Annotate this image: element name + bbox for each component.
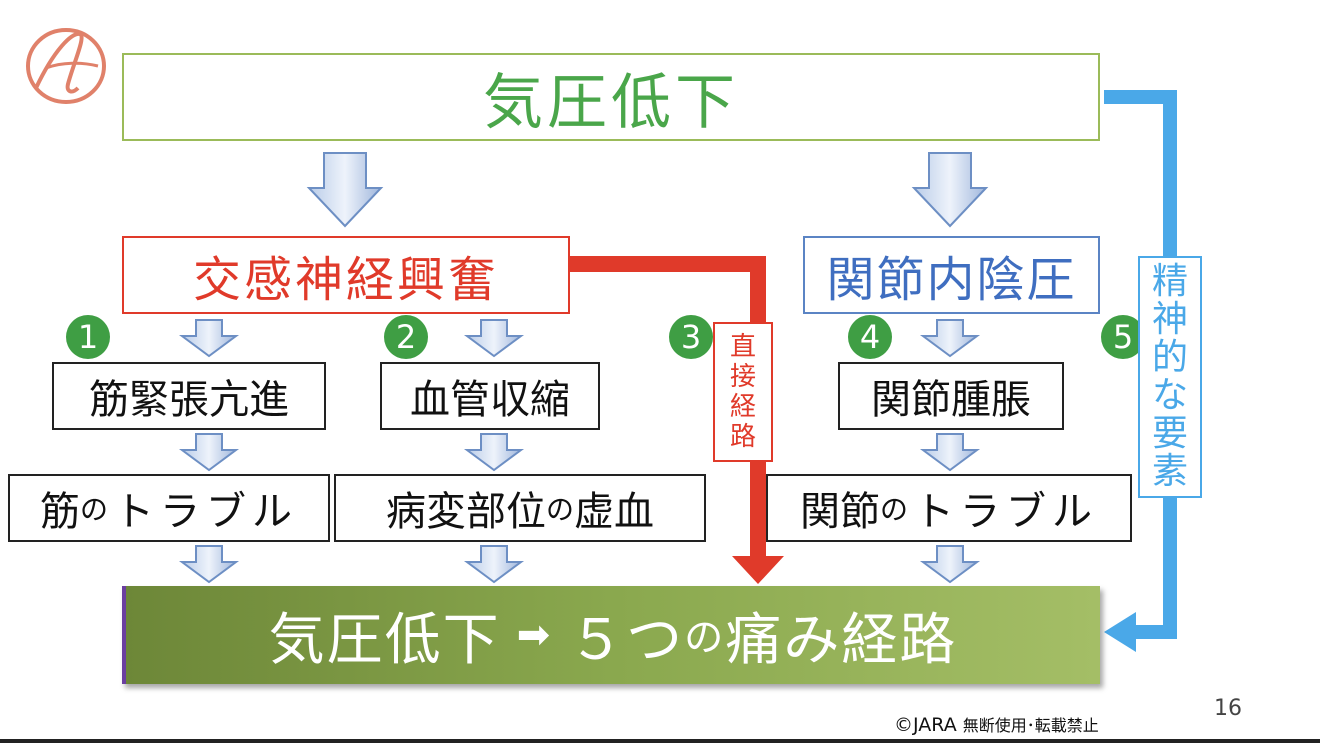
down-arrow-4a	[919, 319, 981, 358]
bottom-tsu: つ	[626, 607, 685, 673]
down-arrow-1b	[178, 433, 240, 472]
down-arrow-top-left	[306, 152, 384, 228]
down-arrow-4b	[919, 433, 981, 472]
top-box-pressure-drop: 気圧低下	[122, 53, 1100, 141]
number-badge-5: 5	[1101, 315, 1145, 359]
bottom-number: ５	[568, 607, 627, 673]
bottom-no: の	[684, 616, 726, 661]
down-arrow-1a	[178, 319, 240, 358]
ischemia-box: 病変部位の虚血	[334, 474, 706, 542]
page-number: 16	[1214, 696, 1242, 721]
mental-factor-label: 精 神 的 な 要 素	[1138, 256, 1202, 498]
down-arrow-1c	[178, 545, 240, 584]
number-badge-3: 3	[669, 315, 713, 359]
joint-trouble-box: 関節のトラブル	[766, 474, 1132, 542]
down-arrow-2b	[463, 433, 525, 472]
number-badge-1: 1	[66, 315, 110, 359]
direct-path-label: 直 接 経 路	[713, 322, 773, 462]
number-badge-4: 4	[848, 315, 892, 359]
footer-divider	[0, 739, 1320, 743]
right-arrow-icon: ➡	[516, 612, 553, 658]
down-arrow-2c	[463, 545, 525, 584]
bottom-left-text: 気圧低下	[268, 607, 501, 673]
jara-logo	[26, 28, 106, 104]
bottom-right-text: 痛み経路	[725, 607, 958, 673]
number-badge-2: 2	[384, 315, 428, 359]
joint-pressure-box: 関節内陰圧	[803, 236, 1100, 314]
muscle-tension-box: 筋緊張亢進	[52, 362, 326, 430]
bottom-summary-box: 気圧低下 ➡ ５ つ の 痛み経路	[122, 586, 1100, 684]
copyright-notice: ©JARA 無断使用･転載禁止	[894, 714, 1099, 736]
down-arrow-4c	[919, 545, 981, 584]
muscle-trouble-box: 筋のトラブル	[8, 474, 330, 542]
joint-swelling-box: 関節腫脹	[838, 362, 1064, 430]
top-box-label: 気圧低下	[483, 67, 739, 138]
joint-pressure-label: 関節内陰圧	[826, 252, 1077, 308]
down-arrow-top-right	[911, 152, 989, 228]
down-arrow-2a	[463, 319, 525, 358]
sympathetic-box: 交感神経興奮	[122, 236, 570, 314]
sympathetic-label: 交感神経興奮	[192, 252, 499, 308]
vasoconstriction-box: 血管収縮	[380, 362, 600, 430]
